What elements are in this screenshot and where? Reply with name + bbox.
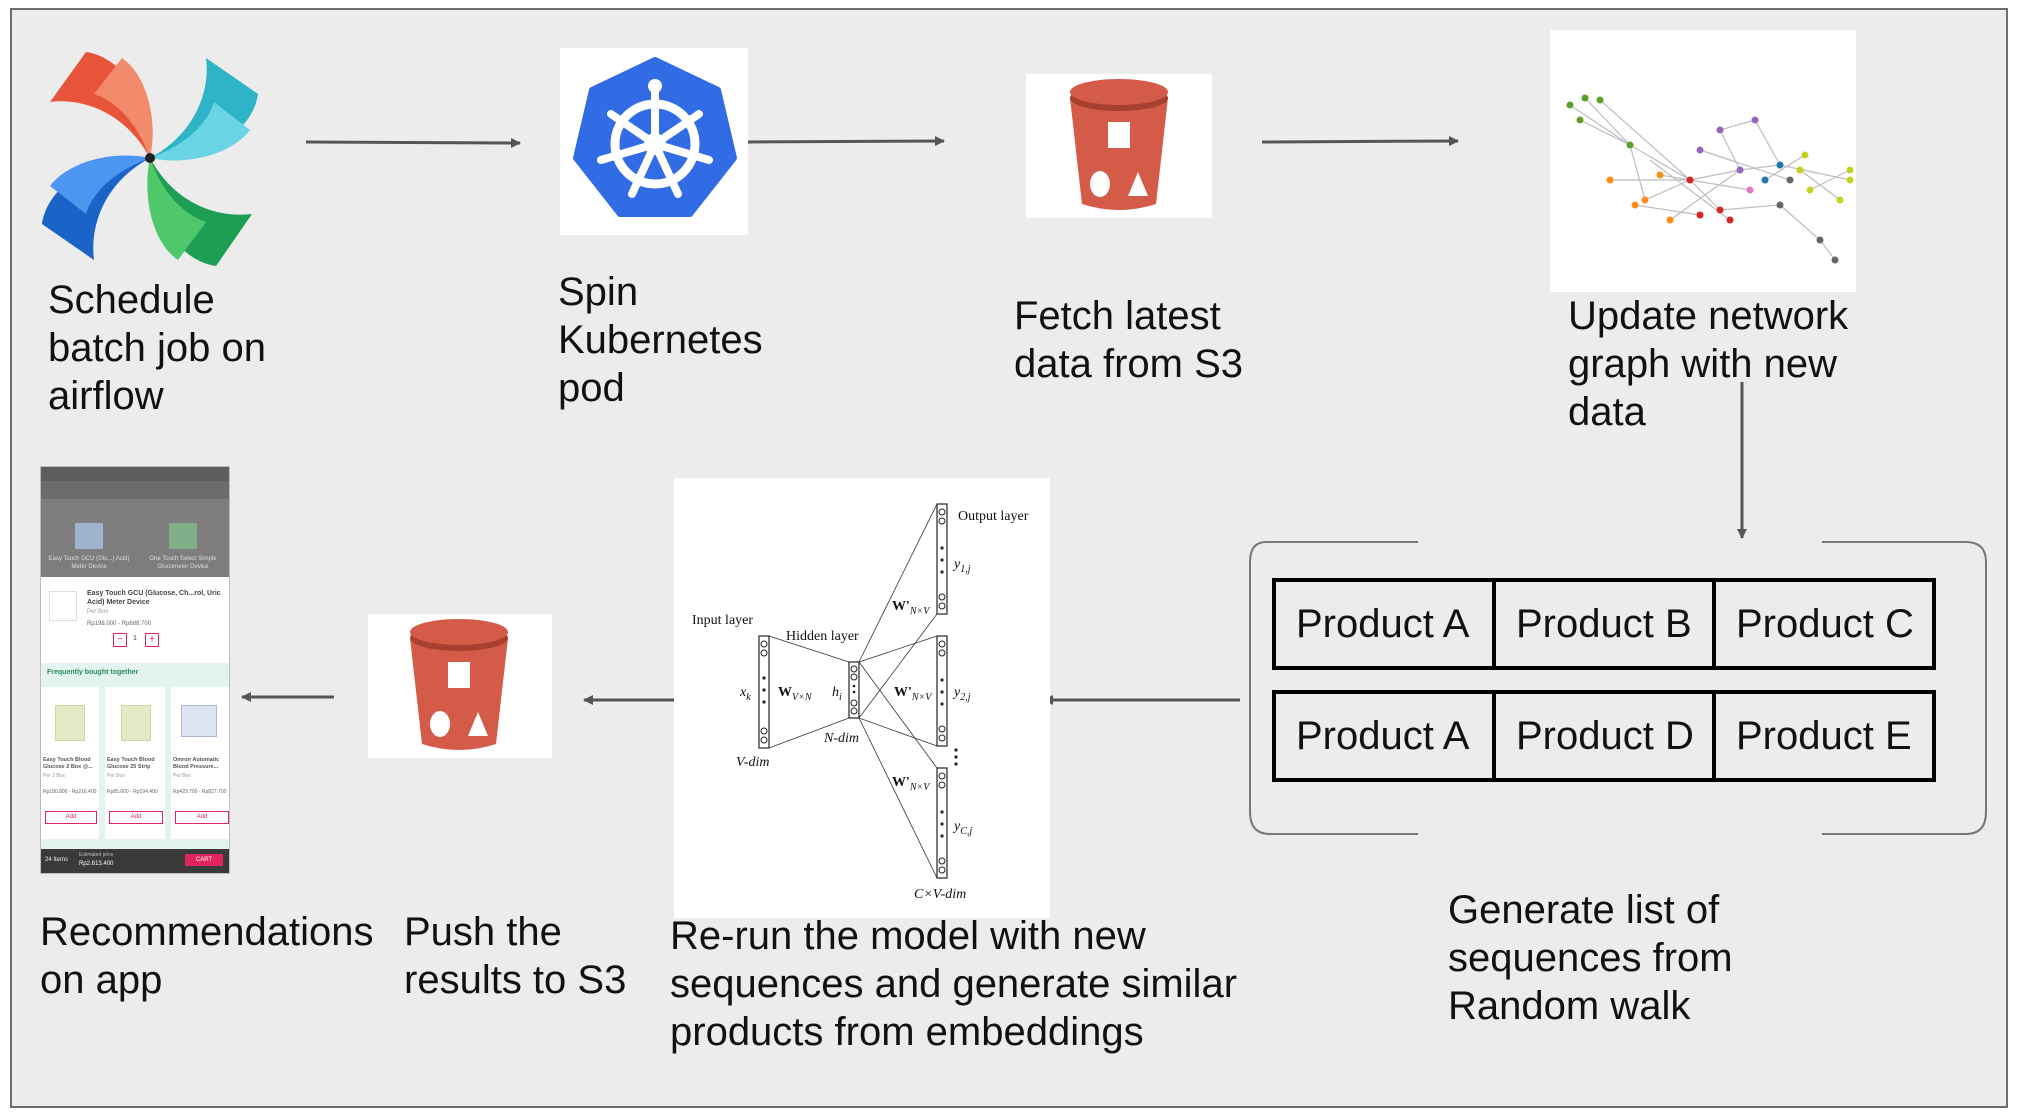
step-rerun-label: Re-run the model with new sequences and … xyxy=(670,914,1238,1054)
nn-y1-sub: 1,j xyxy=(960,564,971,575)
fbt-item-unit: Per Box xyxy=(107,773,125,779)
footer-label: Estimated price xyxy=(79,852,114,858)
fbt-item: Easy Touch Blood Glucose 25 Strip Per Bo… xyxy=(105,687,165,839)
sequence-cell: Product E xyxy=(1712,690,1936,782)
add-button[interactable]: Add xyxy=(45,811,97,824)
nn-w-in-sub: V×N xyxy=(792,692,813,703)
sequence-cell: Product A xyxy=(1272,690,1496,782)
fbt-item-image xyxy=(55,705,85,741)
nn-y2-label: y xyxy=(952,685,961,700)
fbt-item-image xyxy=(181,705,217,737)
neural-network-diagram: Input layer Hidden layer Output layer xk… xyxy=(692,503,1029,902)
network-graph-image xyxy=(1566,94,1854,264)
fbt-item-unit: Per 2 Box xyxy=(43,773,65,779)
step-generate-label: Generate list of sequences from Random w… xyxy=(1448,888,1733,1028)
nn-w-out-sub-1: N×V xyxy=(909,606,931,617)
fbt-item-name: Omron Automatic Blood Pressure... xyxy=(173,757,220,770)
nn-yc-sub: C,j xyxy=(960,826,972,837)
footer-price: Rp2.613.400 xyxy=(79,861,114,867)
svg-text:WV×N: WV×N xyxy=(778,685,813,703)
step-spin-label: Spin Kubernetes pod xyxy=(558,270,763,410)
arrow-airflow-to-k8s xyxy=(305,137,521,148)
neural-network-tile xyxy=(674,478,1050,918)
nn-y1-label: y xyxy=(952,557,961,572)
app-top-right-product: One Touch Select Simple Glucometer Devic… xyxy=(149,556,217,570)
svg-text:yC,j: yC,j xyxy=(952,819,972,837)
step-update-label: Update network graph with new data xyxy=(1568,294,1849,434)
qty-value: 1 xyxy=(133,635,137,642)
cart-button[interactable]: CART xyxy=(185,854,223,866)
fbt-title: Frequently bought together xyxy=(47,669,139,676)
product-thumbnail xyxy=(49,591,77,621)
nn-cvdim-label: C×V-dim xyxy=(914,887,966,902)
svg-text:hi: hi xyxy=(832,685,842,703)
fbt-section: Frequently bought together Easy Touch Bl… xyxy=(41,663,229,849)
step-recommend-label: Recommendations on app xyxy=(40,910,374,1002)
svg-text:xk: xk xyxy=(739,685,751,703)
fbt-item-name: Easy Touch Blood Glucose 25 Strip xyxy=(107,757,155,770)
kubernetes-logo-icon xyxy=(573,57,737,217)
arrow-k8s-to-s3 xyxy=(747,136,945,147)
fbt-item: Omron Automatic Blood Pressure... Per Bo… xyxy=(171,687,229,839)
nn-w-out-label-3: W' xyxy=(892,775,910,790)
nn-w-in-label: W xyxy=(778,685,792,700)
footer-items: 24 Items xyxy=(45,857,69,863)
fbt-item-price: Rp85.600 - Rp194.400 xyxy=(107,789,158,795)
svg-text:y2,j: y2,j xyxy=(952,685,971,703)
nn-x-label: x xyxy=(739,685,747,700)
fbt-item-name: Easy Touch Blood Glucose 2 Box @... xyxy=(43,757,93,770)
app-footer: 24 Items Estimated price Rp2.613.400 CAR… xyxy=(41,849,229,873)
nn-vdim-label: V-dim xyxy=(736,755,769,770)
sequence-cell: Product A xyxy=(1272,578,1496,670)
nn-input-layer-label: Input layer xyxy=(692,613,753,628)
nn-h-label: h xyxy=(832,685,839,700)
product-price: Rp198.000 - Rp688.700 xyxy=(87,621,152,627)
sequence-cell: Product B xyxy=(1492,578,1716,670)
nn-w-out-sub-2: N×V xyxy=(911,692,933,703)
arrow-s3-to-graph xyxy=(1261,136,1459,147)
app-top-overlay: Easy Touch GCU (Glu...) Acid) Meter Devi… xyxy=(41,467,229,577)
fbt-item-price: Rp429.700 - Rp827.700 xyxy=(173,789,227,795)
fbt-item-price: Rp180.800 - Rp216.400 xyxy=(43,789,97,795)
add-button[interactable]: Add xyxy=(109,811,163,824)
nn-ndim-label: N-dim xyxy=(823,731,859,746)
sequences-container xyxy=(1249,541,1987,835)
app-screenshot: Easy Touch GCU (Glu...) Acid) Meter Devi… xyxy=(40,466,230,874)
fbt-item-unit: Per Box xyxy=(173,773,191,779)
nn-y2-sub: 2,j xyxy=(960,692,971,703)
qty-minus-button[interactable]: − xyxy=(113,633,127,647)
step-schedule-label: Schedule batch job on airflow xyxy=(48,278,266,418)
product-unit: Per Box xyxy=(87,609,109,615)
svg-text:y1,j: y1,j xyxy=(952,557,971,575)
nn-yc-label: y xyxy=(952,819,961,834)
step-push-label: Push the results to S3 xyxy=(404,910,627,1002)
product-title: Easy Touch GCU (Glucose, Ch...rol, Uric … xyxy=(87,590,221,606)
qty-plus-button[interactable]: + xyxy=(145,633,159,647)
nn-hidden-layer-label: Hidden layer xyxy=(786,629,859,644)
app-product-card: Easy Touch GCU (Glucose, Ch...rol, Uric … xyxy=(41,581,229,659)
airflow-logo-icon xyxy=(42,52,258,266)
nn-output-layer-label: Output layer xyxy=(958,509,1029,524)
network-graph-tile xyxy=(1550,30,1856,292)
s3-bucket-icon xyxy=(1070,79,1168,210)
nn-w-out-sub-3: N×V xyxy=(909,782,931,793)
svg-text:W'N×V: W'N×V xyxy=(892,599,931,617)
add-button[interactable]: Add xyxy=(175,811,229,824)
svg-text:W'N×V: W'N×V xyxy=(894,685,933,703)
fbt-item-image xyxy=(121,705,151,741)
svg-text:W'N×V: W'N×V xyxy=(892,775,931,793)
sequence-cell: Product D xyxy=(1492,690,1716,782)
fbt-item: Easy Touch Blood Glucose 2 Box @... Per … xyxy=(41,687,99,839)
nn-w-out-label-2: W' xyxy=(894,685,912,700)
sequence-cell: Product C xyxy=(1712,578,1936,670)
nn-w-out-label-1: W' xyxy=(892,599,910,614)
nn-h-sub: i xyxy=(839,692,842,703)
nn-x-sub: k xyxy=(746,692,751,703)
s3-bucket-icon xyxy=(410,619,508,750)
step-fetch-label: Fetch latest data from S3 xyxy=(1014,294,1244,386)
app-top-left-product: Easy Touch GCU (Glu...) Acid) Meter Devi… xyxy=(48,556,130,570)
